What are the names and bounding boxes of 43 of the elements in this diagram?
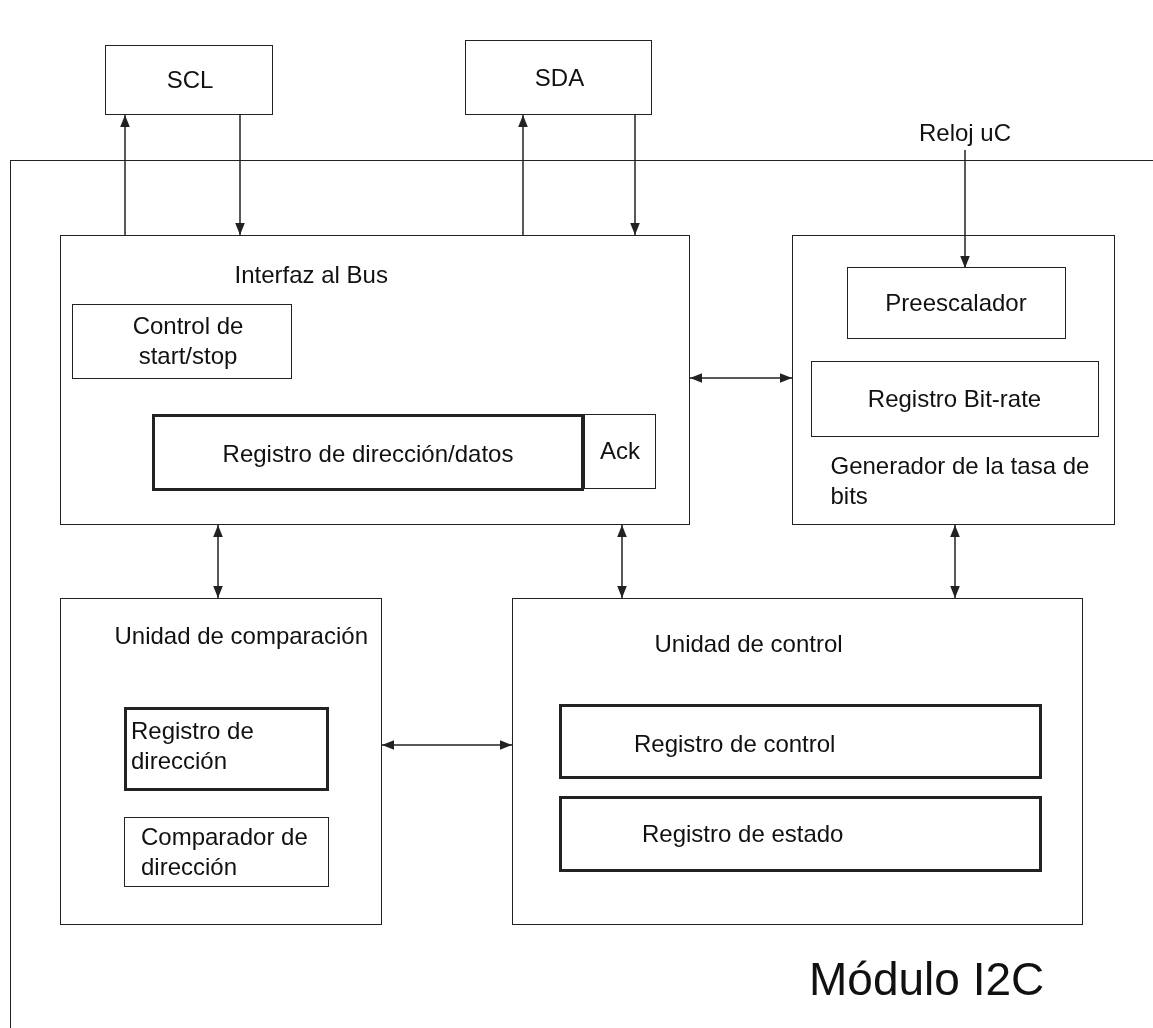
- block-label: Generador de la tasa de bits: [830, 450, 1091, 511]
- block-label: SDA: [533, 63, 586, 93]
- module-frame: [10, 160, 1153, 1028]
- block-box: [584, 414, 656, 489]
- block-label: Registro de dirección/datos: [221, 439, 515, 469]
- register-box: [559, 796, 1042, 872]
- arrow: [630, 114, 640, 236]
- arrow: [689, 373, 793, 383]
- block-label: Registro de dirección: [131, 716, 255, 776]
- register-box: [124, 707, 329, 791]
- block-box: [465, 40, 652, 115]
- block-label: Unidad de control: [654, 628, 844, 659]
- block-box: [811, 361, 1099, 437]
- block-label: Preescalador: [884, 288, 1028, 318]
- arrow: [213, 524, 223, 599]
- block-box: [59, 234, 690, 525]
- arrow: [235, 114, 245, 236]
- block-box: [105, 45, 273, 115]
- arrow: [617, 524, 627, 599]
- arrow: [381, 740, 513, 750]
- register-box: [559, 704, 1042, 779]
- block-label: Unidad de comparación: [114, 620, 369, 651]
- block-box: [124, 817, 329, 887]
- block-label: Registro de control: [634, 729, 837, 759]
- block-box: [511, 597, 1083, 925]
- block-label: Ack: [599, 436, 641, 466]
- block-label: Registro de estado: [642, 819, 845, 849]
- block-box: [791, 234, 1115, 525]
- arrow: [120, 114, 130, 236]
- block-label: Control de start/stop: [131, 311, 245, 371]
- block-box: [72, 304, 292, 379]
- block-label: Registro Bit-rate: [866, 384, 1043, 414]
- clock-label: Reloj uC: [917, 118, 1012, 148]
- block-box: [847, 267, 1066, 339]
- arrow: [950, 524, 960, 599]
- block-label: Comparador de dirección: [141, 822, 309, 882]
- block-label: Interfaz al Bus: [234, 259, 389, 290]
- module-title: Módulo I2C: [809, 952, 1046, 1007]
- register-box: [152, 414, 584, 491]
- arrow: [518, 114, 528, 236]
- block-label: SCL: [165, 65, 215, 95]
- block-box: [59, 597, 382, 925]
- arrow: [960, 149, 970, 269]
